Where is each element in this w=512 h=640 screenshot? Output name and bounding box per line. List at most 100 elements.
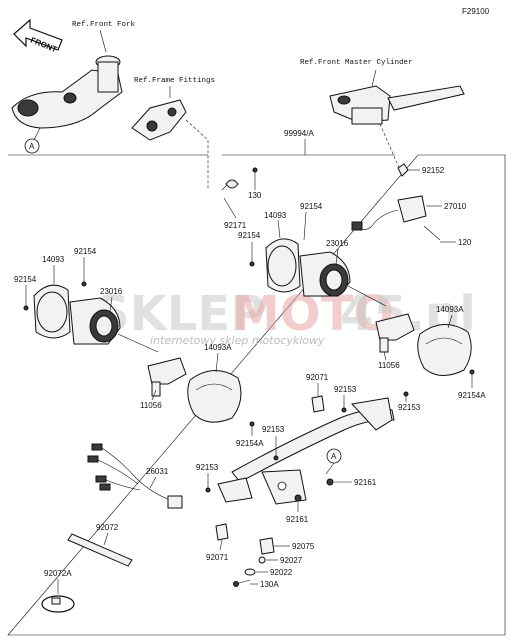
bolt-130a (233, 579, 251, 587)
label-92154-leftup: 92154 (74, 247, 97, 256)
leader-14093a-right (447, 314, 453, 329)
screw-92154a-left (249, 421, 255, 427)
label-92154-mid: 92154 (238, 231, 261, 240)
assembly-frame (7, 154, 506, 636)
bracket-11056-right (375, 313, 415, 353)
leader-14093-top (277, 219, 281, 239)
leader-23016-left (109, 296, 113, 313)
label-27010: 27010 (444, 202, 467, 211)
leader-92072 (103, 532, 109, 546)
wiring-harness-26031 (87, 443, 183, 509)
marker-a-top-label: A (29, 142, 35, 151)
screw-92154a-right (469, 369, 475, 375)
screw-92154-leftup (81, 281, 87, 287)
leader-92071-low (219, 539, 223, 551)
label-23016-left: 23016 (100, 287, 123, 296)
watermark-main-grey: SKLEP (95, 286, 265, 342)
bolt-92153-right (403, 391, 409, 397)
ref-front-fork: Ref.Front Fork (72, 21, 136, 29)
label-14093a-left: 14093A (204, 343, 232, 352)
label-92153-mid: 92153 (334, 385, 357, 394)
lens-14093a-right (417, 324, 472, 376)
label-92071-low: 92071 (206, 553, 229, 562)
nut-92161-right (326, 478, 334, 486)
watermark-sub: internetowy sklep motocyklowy (150, 334, 325, 347)
cable-tie-92072 (67, 533, 133, 567)
mounting-bar (217, 397, 395, 505)
leader-11056-left (151, 389, 157, 401)
marker-a-top (24, 138, 40, 154)
figure-code: F29100 (462, 7, 490, 16)
label-11056-right: 11056 (378, 361, 400, 370)
part-92152 (397, 163, 409, 177)
assembly-label: 99994/A (284, 129, 314, 138)
collar-92027 (258, 556, 266, 564)
label-92153-center: 92153 (262, 425, 285, 434)
label-11056-left: 11056 (140, 401, 162, 410)
label-14093-top: 14093 (264, 211, 287, 220)
front-arrow-icon: FRONT (13, 18, 63, 54)
label-92075: 92075 (292, 542, 315, 551)
label-92153-left: 92153 (196, 463, 219, 472)
label-92027: 92027 (280, 556, 303, 565)
clamp-92071-low (215, 523, 229, 541)
label-92154a-left: 92154A (236, 439, 264, 448)
label-92071-top: 92071 (306, 373, 329, 382)
label-92154a-right: 92154A (458, 391, 486, 400)
leader-14093a-left (215, 352, 219, 373)
label-14093a-right: 14093A (436, 305, 464, 314)
master-cylinder-dash (379, 123, 401, 171)
bolt-92153-center (273, 455, 279, 461)
frame-fitting-bracket (131, 99, 187, 141)
nut-92161-low (294, 494, 302, 502)
label-92072a: 92072A (44, 569, 72, 578)
label-92154-top: 92154 (300, 202, 323, 211)
label-92022: 92022 (270, 568, 293, 577)
clamp-92071-top (311, 395, 325, 413)
label-92161-low: 92161 (286, 515, 309, 524)
label-130: 130 (248, 191, 262, 200)
ref-master-cylinder-leader (371, 69, 377, 87)
turn-signal-left (33, 284, 159, 353)
strap-92072a (41, 595, 75, 613)
label-120: 120 (458, 238, 472, 247)
marker-a-leader-top (33, 127, 41, 141)
label-130a: 130A (260, 580, 279, 589)
label-92153-right: 92153 (398, 403, 421, 412)
screw-120 (423, 225, 441, 241)
washer-92022 (244, 568, 256, 576)
leader-92154-top (303, 211, 307, 241)
label-23016-right: 23016 (326, 239, 349, 248)
turn-signal-upper-right (265, 238, 387, 307)
label-14093-left: 14093 (42, 255, 65, 264)
label-92161-right: 92161 (354, 478, 377, 487)
screw-92154-left (23, 305, 29, 311)
ref-frame-fittings: Ref.Frame Fittings (134, 77, 215, 85)
lens-14093a-left (187, 370, 242, 423)
label-92171: 92171 (224, 221, 247, 230)
marker-a-low-leader (325, 462, 335, 475)
label-92072: 92072 (96, 523, 119, 532)
switch-27010 (351, 195, 427, 231)
master-cylinder (329, 85, 465, 125)
grommet-92075 (259, 537, 275, 555)
marker-a-low-label: A (331, 452, 337, 461)
label-92152: 92152 (422, 166, 445, 175)
ref-front-fork-leader (99, 29, 107, 53)
bracket-11056-left (147, 357, 187, 397)
bolt-92153-mid (341, 407, 347, 413)
leader-23016-right (335, 248, 339, 265)
leader-26031 (149, 476, 157, 489)
ref-front-master-cylinder: Ref.Front Master Cylinder (300, 59, 413, 67)
front-fork-bracket (11, 55, 123, 129)
bolt-92153-left (205, 487, 211, 493)
leader-11056-right (383, 351, 387, 361)
bolt-130-head (252, 167, 258, 173)
screw-92154-mid (249, 261, 255, 267)
label-92154-left: 92154 (14, 275, 37, 284)
bolt-130 (221, 179, 239, 191)
label-26031: 26031 (146, 467, 169, 476)
leader-92171 (223, 197, 237, 219)
